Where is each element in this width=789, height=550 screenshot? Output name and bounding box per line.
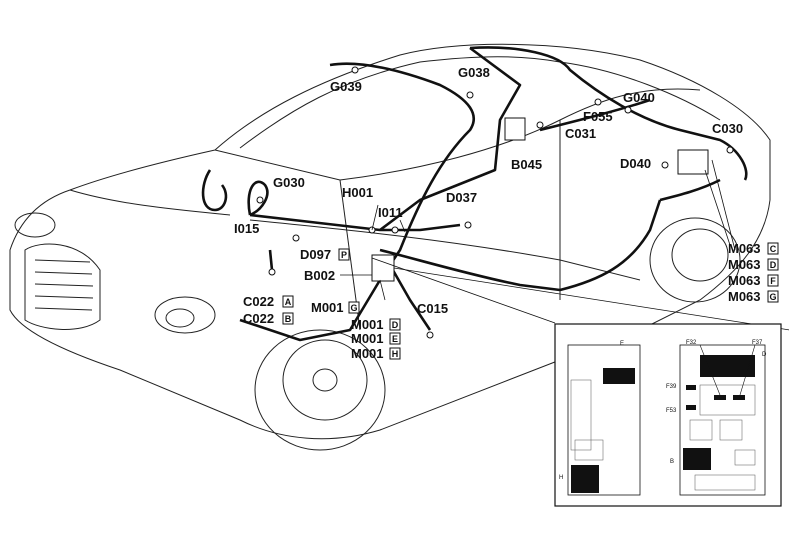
fuse-box-inset: E H F32 F37 D F39 F53 B [554, 323, 782, 507]
svg-text:B: B [285, 314, 292, 324]
svg-text:P: P [341, 250, 347, 260]
svg-text:F: F [770, 276, 776, 286]
wiring-harness [201, 46, 748, 342]
label-c022-b: C022 [243, 311, 274, 326]
car-body-outline [9, 43, 771, 451]
inset-label-b: B [670, 459, 674, 465]
label-g040: G040 [623, 90, 655, 105]
label-c015: C015 [417, 301, 448, 316]
boxed-letter-c: C [767, 242, 779, 255]
leader-lines [340, 159, 789, 331]
inset-label-d: D [762, 352, 767, 358]
svg-text:G: G [769, 292, 776, 302]
boxed-letter-f: F [767, 274, 779, 287]
inset-label-f32: F32 [686, 340, 697, 346]
svg-text:C: C [770, 244, 777, 254]
label-c030: C030 [712, 121, 743, 136]
label-m063-g: M063 [728, 289, 761, 304]
boxed-letter-b: B [282, 312, 294, 325]
label-m063-d: M063 [728, 257, 761, 272]
boxed-letter-d2: D [767, 258, 779, 271]
boxed-letter-g: G [348, 301, 360, 314]
label-m063-f: M063 [728, 273, 761, 288]
label-m001-e: M001 [351, 331, 384, 346]
label-d097: D097 [300, 247, 331, 262]
label-m001-h: M001 [351, 346, 384, 361]
inset-label-e: E [620, 341, 624, 347]
label-g039: G039 [330, 79, 362, 94]
inset-label-f53: F53 [666, 408, 677, 414]
label-h001: H001 [342, 185, 373, 200]
svg-text:G: G [350, 303, 357, 313]
boxed-letter-d: D [389, 318, 401, 331]
label-g030: G030 [273, 175, 305, 190]
boxed-letters: P A B G D E H C D F G [282, 242, 779, 360]
label-d037: D037 [446, 190, 477, 205]
component-labels: G039 G038 G040 F055 C031 C030 B045 D040 … [234, 65, 761, 361]
svg-text:H: H [392, 349, 399, 359]
svg-text:E: E [392, 334, 398, 344]
inset-label-h: H [559, 475, 563, 481]
label-m001-d: M001 [351, 317, 384, 332]
label-c031: C031 [565, 126, 596, 141]
boxed-letter-a: A [282, 295, 294, 308]
label-b002: B002 [304, 268, 335, 283]
svg-text:D: D [770, 260, 777, 270]
label-i015: I015 [234, 221, 259, 236]
label-g038: G038 [458, 65, 490, 80]
boxed-letter-p: P [338, 248, 350, 261]
label-i011: I011 [378, 205, 403, 220]
boxed-letter-h: H [389, 347, 401, 360]
components [256, 66, 734, 339]
label-m063-c: M063 [728, 241, 761, 256]
label-c022-a: C022 [243, 294, 274, 309]
inset-label-f39: F39 [666, 384, 677, 390]
label-d040: D040 [620, 156, 651, 171]
svg-text:D: D [392, 320, 399, 330]
label-f055: F055 [583, 109, 613, 124]
inset-label-f37: F37 [752, 340, 763, 346]
svg-text:A: A [285, 297, 292, 307]
boxed-letter-e: E [389, 332, 401, 345]
boxed-letter-g2: G [767, 290, 779, 303]
label-b045: B045 [511, 157, 542, 172]
label-m001-g: M001 [311, 300, 344, 315]
